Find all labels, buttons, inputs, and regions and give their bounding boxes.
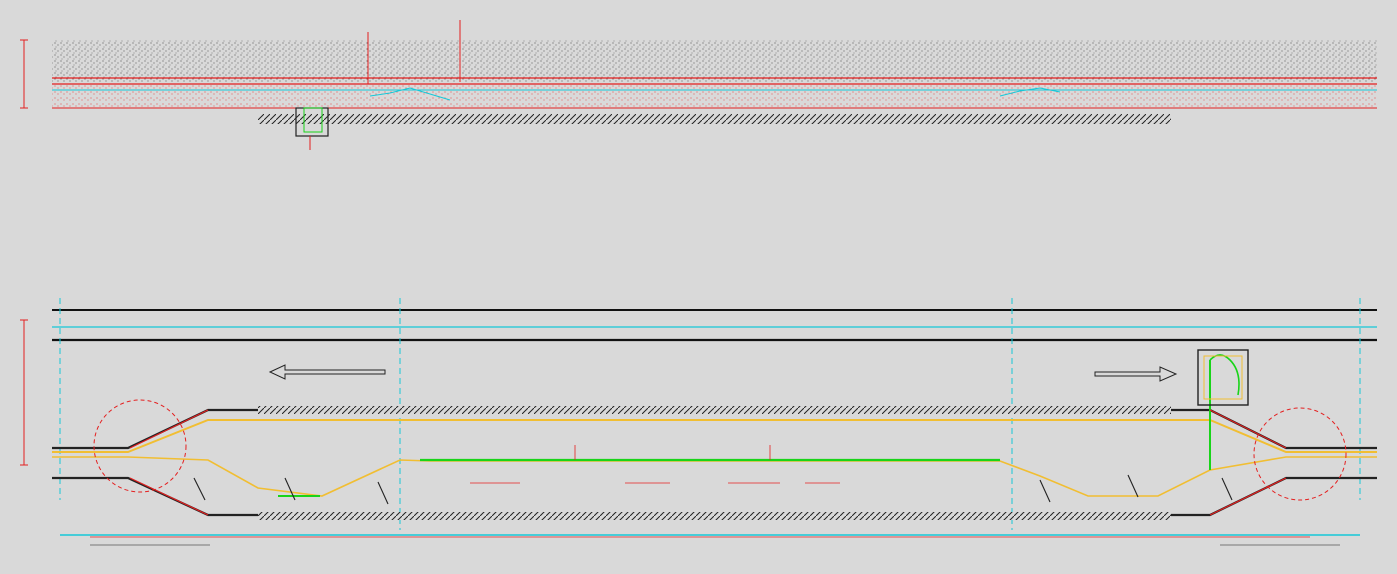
top-cyan-wave-left xyxy=(369,87,451,101)
right-box-inner xyxy=(1203,355,1243,400)
bottom-section xyxy=(20,298,1377,546)
right-arrow xyxy=(1094,366,1178,382)
top-bottom-hatch xyxy=(258,114,1171,124)
hatch-mark-2 xyxy=(284,477,296,501)
red-diagonal-left-top xyxy=(129,409,209,449)
upper-outline xyxy=(52,408,1377,450)
yellow-upper-line xyxy=(52,419,1377,453)
red-diagonal-right-bottom xyxy=(1209,477,1287,516)
yellow-lower-line xyxy=(52,456,1377,497)
right-detail-circle xyxy=(1253,407,1347,501)
top-fill-red xyxy=(52,84,1377,108)
hatch-mark-3 xyxy=(377,481,389,505)
hatch-mark-5 xyxy=(1127,474,1139,498)
left-arrow xyxy=(268,364,386,380)
top-fill-dark xyxy=(52,40,1377,82)
lower-hatch-band xyxy=(258,512,1171,520)
upper-hatch-band xyxy=(258,406,1171,414)
top-cyan-wave-right xyxy=(999,87,1061,97)
red-diagonal-right-top xyxy=(1209,409,1287,449)
top-section xyxy=(20,20,1377,150)
hatch-mark-4 xyxy=(1039,479,1051,503)
top-box-inner xyxy=(303,107,323,133)
green-right-detail xyxy=(1209,354,1240,396)
right-box-detail xyxy=(1197,349,1249,406)
red-diagonal-left-bottom xyxy=(129,477,209,516)
hatch-mark-6 xyxy=(1221,477,1233,501)
hatch-mark-1 xyxy=(193,477,206,501)
left-detail-circle xyxy=(93,399,187,493)
